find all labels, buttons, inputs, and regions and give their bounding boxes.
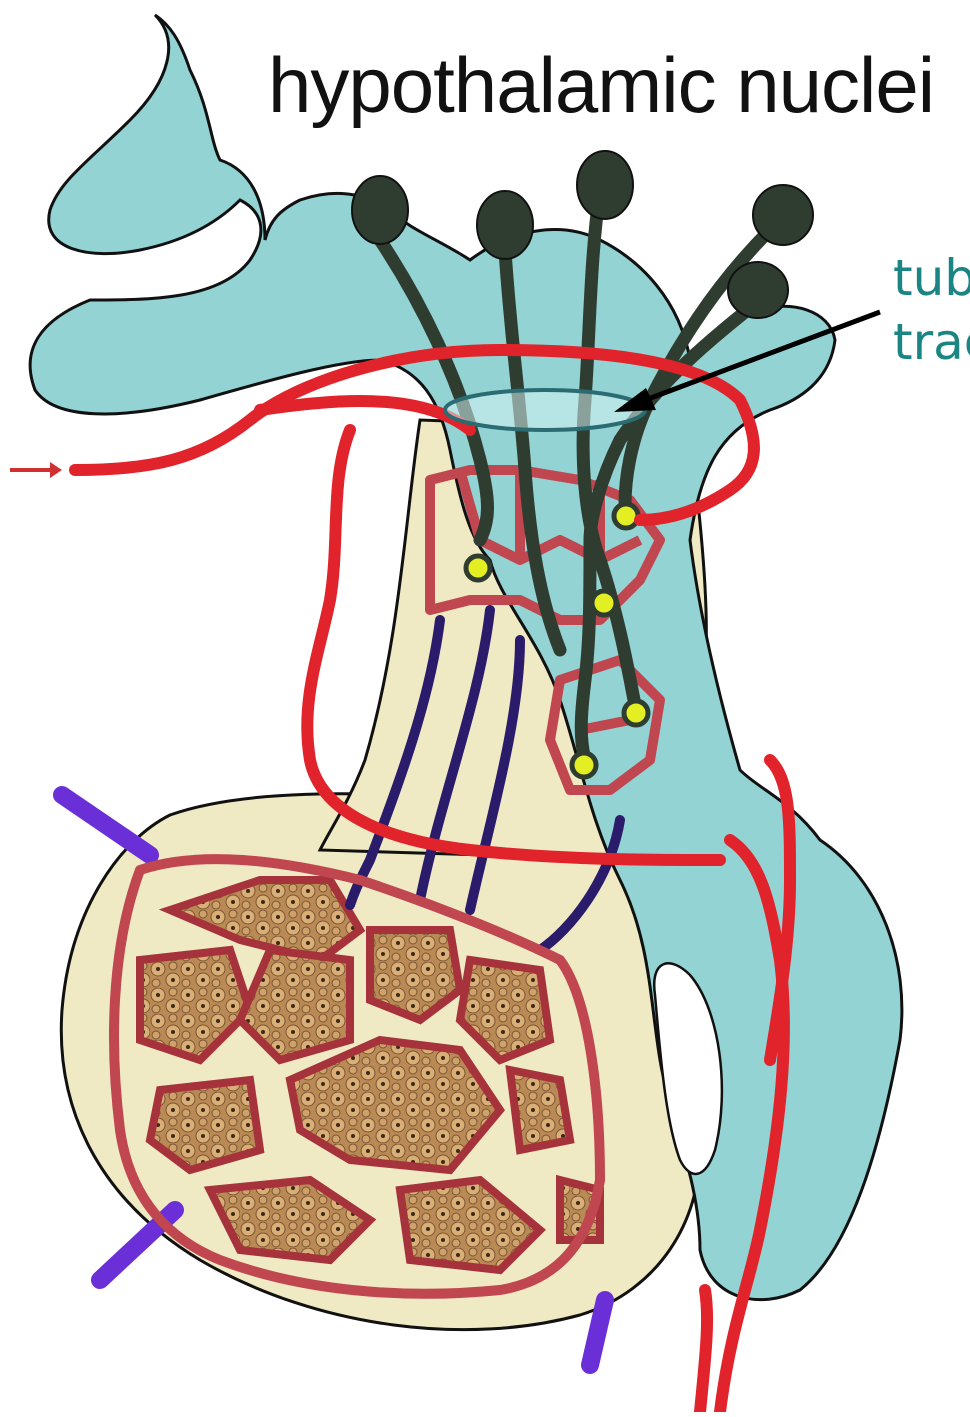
callout-line-1: tub bbox=[893, 246, 970, 310]
tract-ring bbox=[445, 390, 645, 430]
callout-line-2: trac bbox=[893, 310, 970, 374]
arrow-right-icon bbox=[10, 462, 62, 478]
tract-callout: tub trac bbox=[893, 246, 970, 374]
diagram-title: hypothalamic nuclei bbox=[268, 40, 934, 131]
